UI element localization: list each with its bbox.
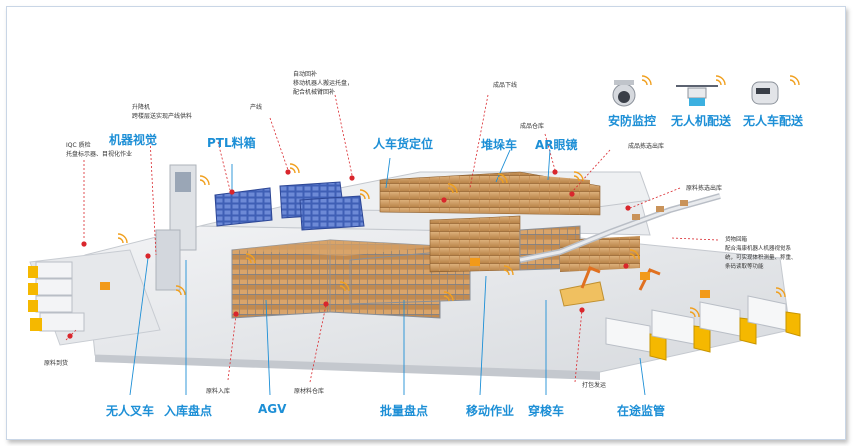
label-ptl: PTL料箱 — [207, 136, 256, 150]
right-truck-2 — [651, 309, 711, 353]
legend-delivery-robot-label: 无人车配送 — [743, 114, 804, 128]
label-finished-warehouse: 成品仓库 — [520, 123, 545, 130]
delivery-robot-icon — [751, 81, 779, 105]
label-raw-pick: 原料拣选出库 — [686, 185, 723, 192]
label-forklift: 无人叉车 — [106, 404, 155, 418]
label-transit-monitor: 在途监管 — [617, 404, 666, 418]
label-auto-replenish-desc1: 移动机器人搬运托盘， — [293, 80, 354, 87]
label-iqc-desc: 托盘标示器、目视化作业 — [66, 151, 133, 158]
label-ar-glasses: AR眼镜 — [535, 138, 578, 152]
label-cargo-return-title: 货物回箱 — [725, 237, 748, 243]
drone-icon — [676, 85, 718, 106]
label-batch-count: 批量盘点 — [380, 404, 429, 418]
wifi-signals — [117, 75, 800, 318]
label-raw-inbound: 原料入库 — [206, 388, 231, 395]
finished-goods-storage — [379, 171, 601, 216]
label-auto-replenish-title: 自动回补 — [293, 71, 318, 78]
left-loading-dock — [28, 249, 161, 346]
callout-lines — [65, 94, 719, 383]
legend-security-label: 安防监控 — [608, 114, 657, 128]
ptl-shelving — [214, 181, 365, 231]
label-auto-replenish-desc2: 配合机械臂回补 — [293, 89, 336, 96]
label-cargo-return-desc1: 配合海康机器人机器视觉系 — [725, 246, 792, 252]
right-trucks — [605, 295, 801, 361]
label-iqc-title: IQC 质检 — [66, 142, 91, 149]
bottom-pointer-lines — [129, 149, 646, 396]
conveyor-line — [519, 193, 721, 263]
left-truck-4 — [30, 312, 85, 332]
callout-dots — [67, 169, 631, 339]
label-mobile-work: 移动作业 — [466, 404, 515, 418]
right-truck-3 — [699, 301, 757, 345]
robot-arms — [559, 266, 661, 307]
legend-drone-label: 无人机配送 — [671, 114, 732, 128]
right-truck-4 — [747, 295, 801, 337]
label-pack-ship: 打包发运 — [582, 382, 607, 389]
label-elevator-desc: 跨楼层送实现产线供料 — [132, 113, 193, 120]
label-raw-receive: 原料到货 — [44, 360, 69, 367]
label-shuttle: 穿梭车 — [528, 404, 565, 418]
right-truck-1 — [605, 317, 667, 361]
label-inbound-count: 入库盘点 — [164, 404, 213, 418]
label-machine-vision: 机器视觉 — [109, 133, 158, 147]
security-camera-icon — [612, 80, 636, 107]
label-line: 产线 — [250, 104, 263, 111]
left-truck-3 — [28, 295, 73, 313]
label-cargo-return-desc2: 统，可实现体积测量、称重、 — [725, 255, 797, 261]
label-person-cargo: 人车货定位 — [373, 137, 434, 151]
elevator-tower — [155, 164, 197, 291]
label-raw-storage: 原材料仓库 — [294, 388, 325, 395]
left-truck-1 — [28, 261, 73, 279]
left-truck-2 — [28, 278, 73, 296]
label-finished-offline: 成品下线 — [493, 82, 518, 89]
label-finished-pick: 成品拣选出库 — [628, 143, 665, 150]
label-agv: AGV — [258, 402, 287, 416]
label-cargo-return-desc3: 条码读取等功能 — [725, 264, 764, 270]
forklifts — [100, 258, 710, 298]
label-stacker: 堆垛车 — [481, 138, 518, 152]
label-elevator-title: 升降机 — [132, 104, 151, 111]
